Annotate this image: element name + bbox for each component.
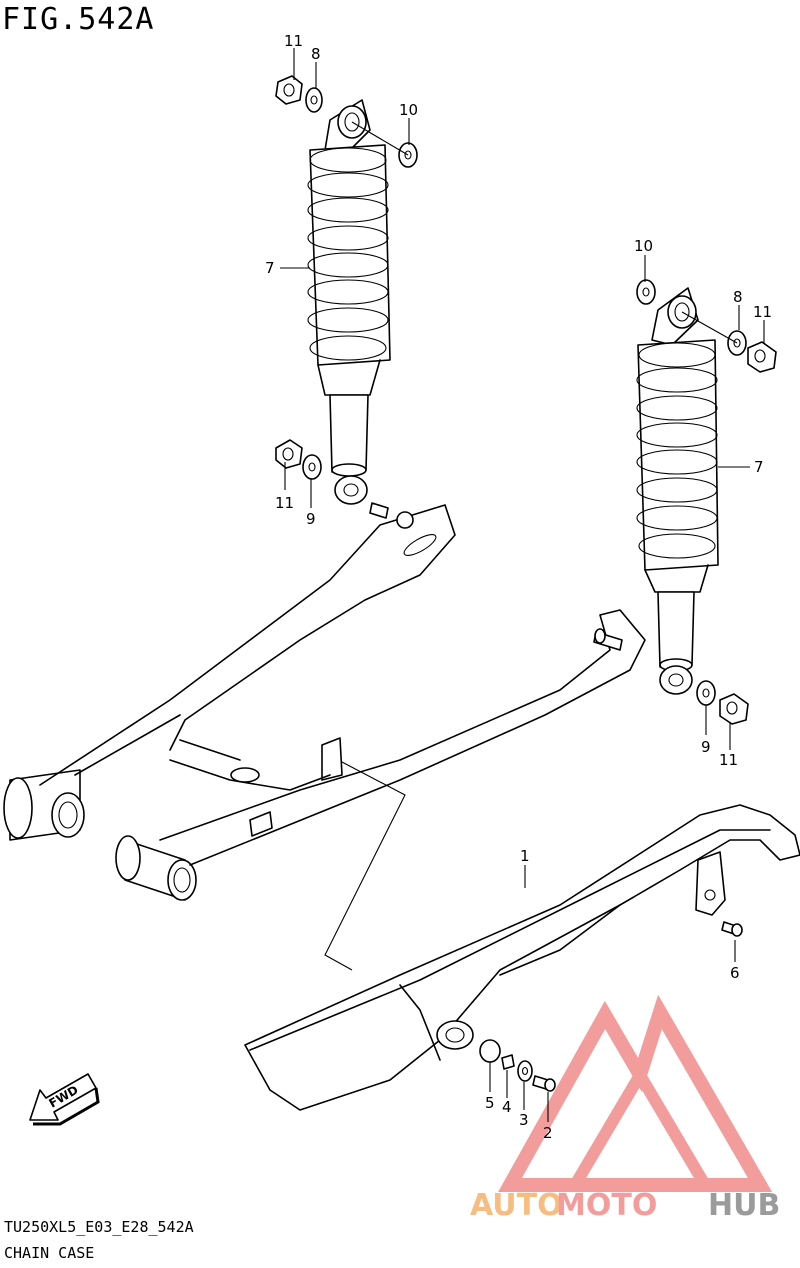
left-shock-absorber [307, 99, 391, 505]
callout-numbers: 11 8 10 7 11 9 10 8 11 7 9 11 1 6 5 4 3 … [265, 32, 772, 1142]
washer-icon [636, 279, 656, 305]
collar-icon [501, 1054, 515, 1070]
callout-right-nut-bottom: 11 [719, 751, 738, 769]
leader-line-chain-case [324, 761, 406, 971]
callout-left-shock: 7 [265, 259, 275, 277]
model-code: TU250XL5_E03_E28_542A [4, 1218, 194, 1236]
right-shock-hardware [636, 279, 777, 725]
nut-icon [275, 75, 303, 105]
callout-right-washer-top: 10 [634, 237, 653, 255]
nut-icon [747, 341, 777, 373]
callout-right-washer-right: 8 [733, 288, 743, 306]
washer-icon [517, 1060, 533, 1082]
callout-right-nut-top: 11 [753, 303, 772, 321]
callout-right-shock: 7 [754, 458, 764, 476]
watermark-hub: HUB [708, 1188, 780, 1223]
washer-icon [305, 87, 323, 113]
watermark-auto: AUTO [470, 1188, 563, 1223]
callout-collar: 4 [502, 1098, 512, 1116]
figure-title: FIG.542A [2, 2, 155, 37]
callout-spacer: 5 [485, 1094, 495, 1112]
watermark-moto: MOTO [556, 1188, 657, 1223]
fwd-arrow-icon: FWD [29, 1073, 100, 1126]
right-shock-absorber [636, 287, 719, 695]
callout-left-nut-bottom: 11 [275, 494, 294, 512]
callout-left-washer-top: 8 [311, 45, 321, 63]
callout-washer: 3 [519, 1111, 529, 1129]
swing-arm [3, 502, 646, 901]
section-name: CHAIN CASE [4, 1244, 95, 1262]
spacer-icon [479, 1039, 501, 1063]
chain-case-hardware [479, 921, 743, 1092]
callout-chain-case: 1 [520, 847, 530, 865]
washer-icon [696, 680, 716, 706]
callout-right-washer-bottom: 9 [701, 738, 711, 756]
nut-icon [275, 439, 303, 469]
callout-left-washer-right: 10 [399, 101, 418, 119]
nut-icon [719, 693, 749, 725]
automotohub-logo-icon: AUTO MOTO HUB [470, 994, 780, 1223]
washer-icon [302, 454, 322, 480]
callout-bolt-front: 2 [543, 1124, 553, 1142]
callout-left-nut-top: 11 [284, 32, 303, 50]
callout-bolt-rear: 6 [730, 964, 740, 982]
leader-lines [280, 48, 765, 1122]
chain-case [244, 804, 800, 1111]
left-shock-hardware [275, 75, 418, 480]
callout-left-washer-bottom: 9 [306, 510, 316, 528]
